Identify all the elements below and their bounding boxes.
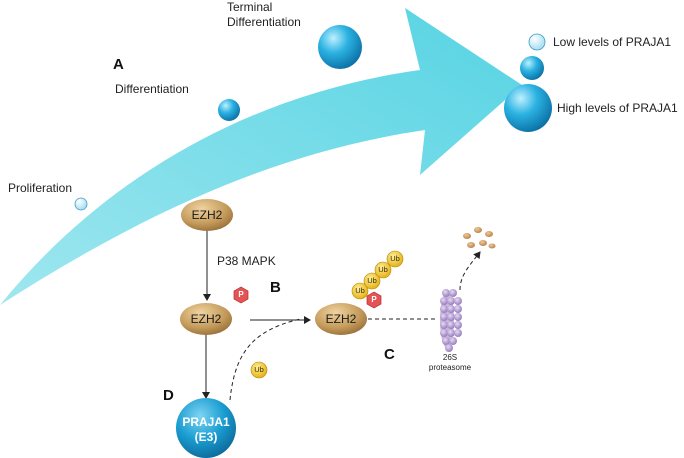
- phospho-label-mid: P: [238, 290, 244, 299]
- degraded-fragments-icon: [463, 227, 496, 249]
- legend-label-low: Low levels of PRAJA1: [553, 35, 672, 49]
- label-terminal-differentiation-line1: Terminal: [227, 0, 273, 14]
- proteasome-label-line2: proteasome: [428, 363, 472, 372]
- dashed-praja1-path: [229, 318, 301, 401]
- ubiquitin-label-3: Ub: [378, 265, 388, 274]
- panel-letter-a: A: [113, 56, 124, 73]
- panel-letter-b: B: [270, 279, 281, 296]
- bubble-differentiation: [218, 99, 240, 121]
- label-proliferation: Proliferation: [8, 181, 73, 195]
- legend-label-high: High levels of PRAJA1: [557, 101, 678, 115]
- phospho-label-right: P: [371, 295, 377, 304]
- bubble-proliferation: [74, 197, 88, 211]
- phospho-hexagon-mid: [233, 286, 249, 304]
- praja1-node: [176, 398, 236, 458]
- label-terminal-differentiation-line2: Differentiation: [227, 15, 301, 29]
- legend-bubble-high: [504, 84, 552, 132]
- progression-arrow: [0, 8, 522, 305]
- proteasome-icon: [440, 289, 462, 352]
- ubiquitin-label-2: Ub: [367, 276, 377, 285]
- panel-letter-d: D: [163, 387, 174, 404]
- ubiquitin-1: [351, 282, 369, 300]
- praja1-label-line1: PRAJA1: [182, 415, 230, 429]
- ezh2-label-top: EZH2: [191, 208, 223, 222]
- panel-letter-c: C: [384, 346, 395, 363]
- ezh2-node-right: [315, 303, 367, 335]
- ubiquitin-label-1: Ub: [355, 286, 365, 295]
- ezh2-label-mid: EZH2: [190, 312, 222, 326]
- kinase-label: P38 MAPK: [217, 254, 276, 268]
- ubiquitin-2: [363, 272, 381, 290]
- dashed-degradation-arrow: [459, 251, 481, 291]
- ubiquitin-4: [386, 250, 404, 268]
- ubiquitin-3: [374, 261, 392, 279]
- praja1-label-line2: (E3): [194, 430, 218, 444]
- ezh2-node-top: [181, 199, 233, 231]
- phospho-hexagon-right: [366, 291, 382, 309]
- label-differentiation: Differentiation: [115, 82, 189, 96]
- ubiquitin-free: [250, 361, 268, 379]
- legend-bubble-mid: [520, 56, 544, 80]
- ezh2-node-mid: [180, 303, 232, 335]
- ezh2-label-right: EZH2: [325, 312, 357, 326]
- ubiquitin-label-free: Ub: [254, 365, 264, 374]
- legend-bubble-low: [528, 33, 546, 51]
- proteasome-label-line1: 26S: [442, 353, 458, 362]
- ubiquitin-label-4: Ub: [390, 254, 400, 263]
- bubble-terminal-differentiation: [318, 25, 362, 69]
